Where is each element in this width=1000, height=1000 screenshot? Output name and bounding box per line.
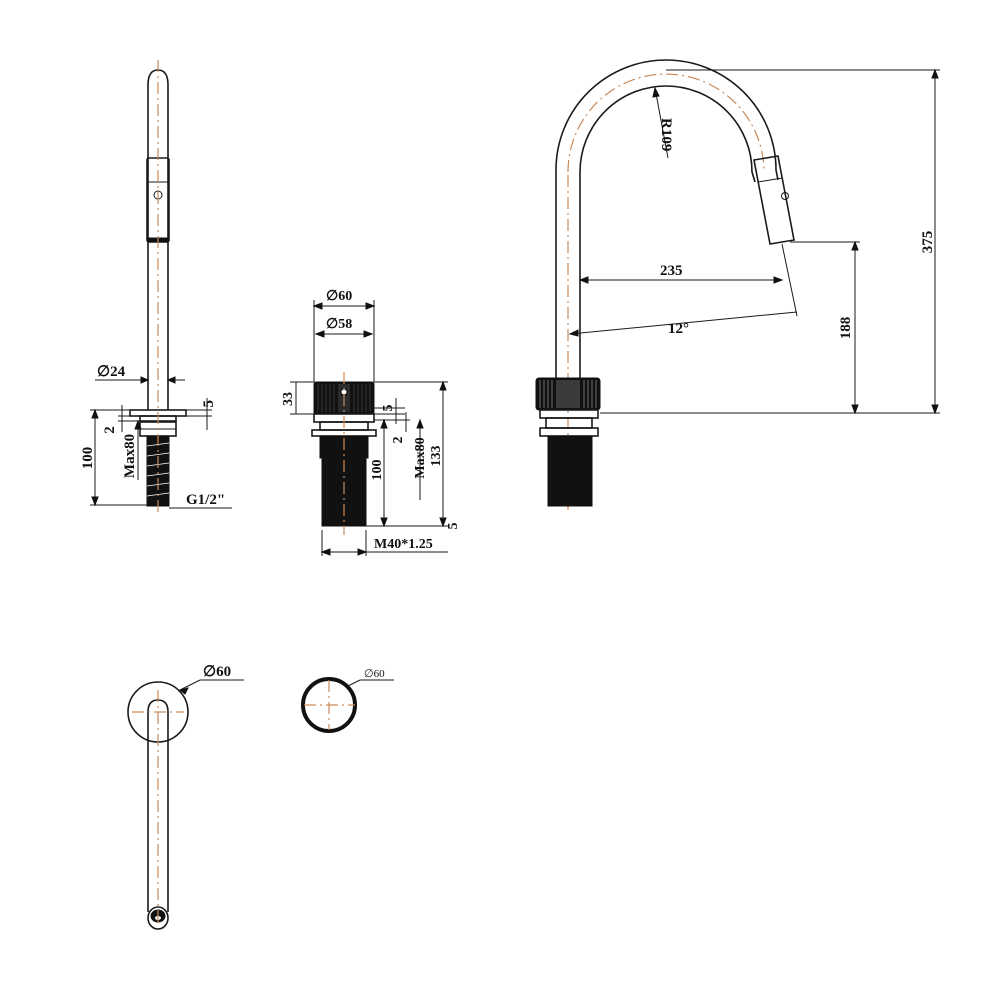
front-dim-188: 188 [838,317,854,340]
handle-dim-thread: M40*1.25 [374,537,433,552]
handle-dim-5: 5 [381,405,396,412]
handle-top-dim-dia60: ∅60 [364,668,385,680]
front-dim-angle: 12° [668,321,689,337]
front-dim-radius: R109 [658,118,674,151]
front-gooseneck-outer [555,59,779,382]
top-view: ∅60 [127,664,244,930]
side-dim-max80: Max80 [122,434,138,478]
side-view: ∅24 5 100 2 Max80 G1/2" [80,60,232,515]
side-dim-2: 2 [102,426,118,434]
front-dim-375: 375 [920,231,936,254]
handle-dim-133: 133 [429,446,444,467]
top-dim-dia60: ∅60 [203,664,231,680]
handle-dim-max80: Max80 [413,437,428,478]
side-dim-100: 100 [80,447,96,470]
front-spray-head [753,155,795,245]
handle-dim-2: 2 [391,437,406,444]
handle-dim-100: 100 [370,460,385,481]
handle-top-view: ∅60 [301,668,394,733]
handle-dim-33: 33 [281,392,296,406]
side-dim-5: 5 [201,400,217,408]
handle-side-view: ∅60 ∅58 33 5 2 100 Max80 133 5 [281,289,461,556]
top-spout-outlet [147,906,169,930]
side-dim-thread: G1/2" [186,492,225,508]
front-view: R109 235 12° 188 375 [535,59,940,510]
front-threaded-shank [547,435,593,507]
side-dim-diameter: ∅24 [97,364,126,380]
handle-dim-edge5: 5 [446,523,461,530]
handle-dim-dia60: ∅60 [326,289,352,304]
front-dim-235: 235 [660,263,683,279]
front-gooseneck-inner [579,85,756,382]
handle-dim-dia58: ∅58 [326,317,352,332]
